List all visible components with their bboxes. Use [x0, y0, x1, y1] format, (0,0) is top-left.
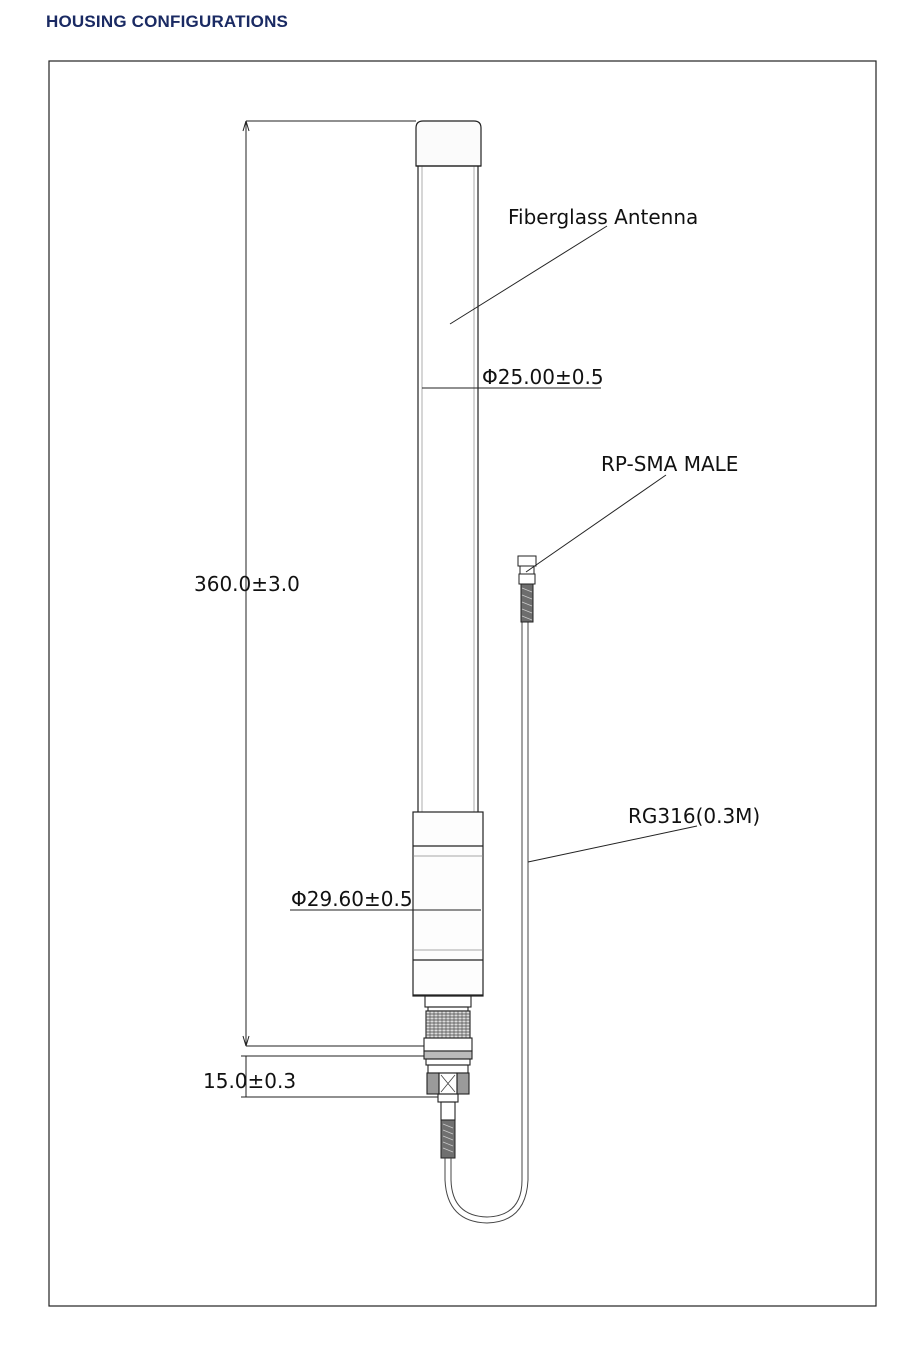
label-mount: 15.0±0.3 [203, 1069, 296, 1093]
label-length: 360.0±3.0 [194, 572, 300, 596]
dimension-mount [241, 1055, 438, 1098]
leader-fiberglass [449, 225, 608, 325]
leader-cable [527, 825, 698, 863]
label-fiberglass: Fiberglass Antenna [508, 205, 698, 229]
label-connector: RP-SMA MALE [601, 452, 738, 476]
drawing-frame [48, 60, 877, 1307]
section-heading: HOUSING CONFIGURATIONS [46, 12, 289, 31]
cable-loop [440, 622, 529, 1224]
mount-assembly [423, 995, 473, 1121]
rp-sma-connector [517, 555, 537, 623]
label-diameter-base: Φ29.60±0.5 [291, 887, 413, 911]
label-cable: RG316(0.3M) [628, 804, 760, 828]
label-diameter-top: Φ25.00±0.5 [482, 365, 604, 389]
dimension-length [242, 120, 424, 1047]
antenna-cap [415, 120, 482, 167]
leader-connector [525, 474, 667, 573]
fiberglass-tube [416, 165, 481, 812]
base-housing [412, 811, 484, 997]
